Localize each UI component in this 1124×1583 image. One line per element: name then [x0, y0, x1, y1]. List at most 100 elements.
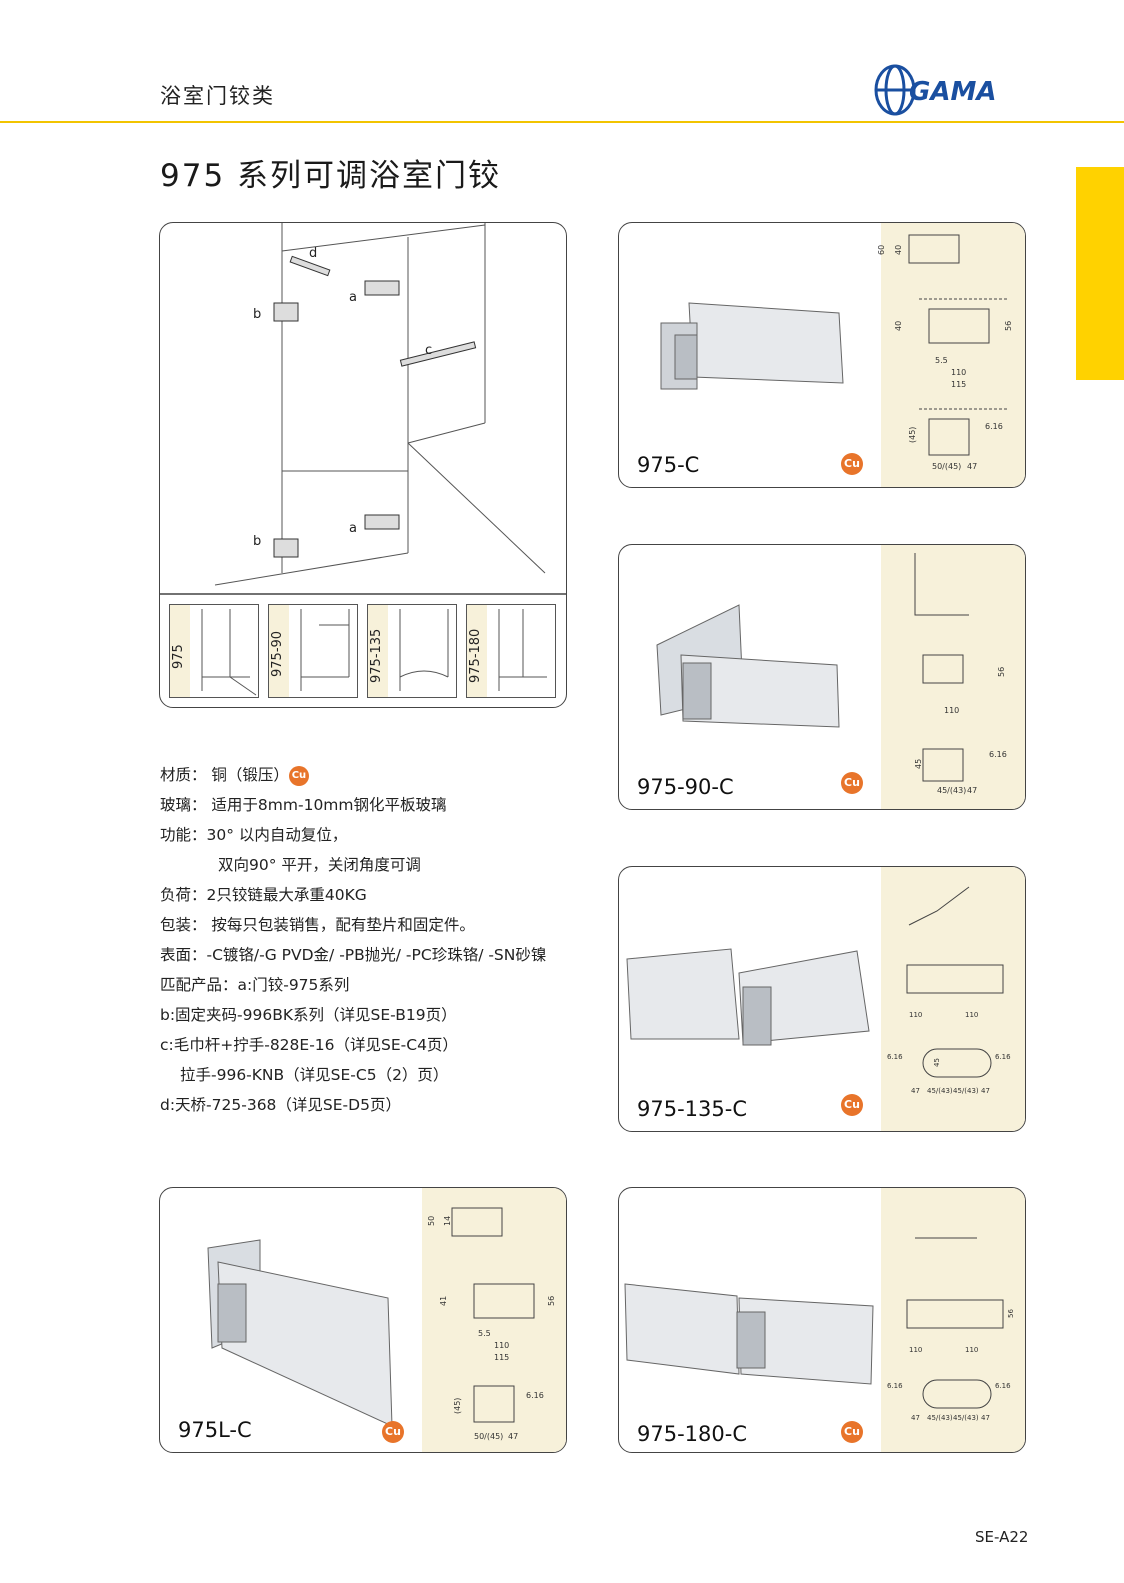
- dim-label: 110: [965, 1011, 978, 1019]
- spec-row: d:天桥-725-368（详见SE-D5页）: [160, 1096, 401, 1114]
- dim-label: 45/(43): [953, 1414, 979, 1422]
- product-panel-975l-c: 50 14 41 56 5.5 110 115 (45) 6.16 50/(45…: [159, 1187, 567, 1453]
- spec-row: 功能：30° 以内自动复位，: [160, 826, 348, 844]
- brand-wordmark: GAMA: [909, 77, 996, 107]
- product-code: 975-180-C: [637, 1422, 747, 1446]
- spec-row: b:固定夹码-996BK系列（详见SE-B19页）: [160, 1006, 457, 1024]
- dim-label: 6.16: [985, 422, 1003, 431]
- spec-row: 拉手-996-KNB（详见SE-C5（2）页）: [180, 1066, 449, 1084]
- thumbnail-975-135: 975-135: [367, 604, 457, 698]
- spec-row: 双向90° 平开，关闭角度可调: [218, 856, 421, 874]
- product-code: 975-90-C: [637, 775, 734, 799]
- copper-badge-icon: Cu: [841, 1094, 863, 1116]
- dim-label: 47: [911, 1087, 920, 1095]
- dim-label: 6.16: [995, 1382, 1011, 1390]
- dim-label: 45/(43): [927, 1087, 953, 1095]
- scene-label-a: a: [349, 521, 357, 536]
- thumbnail-975-180: 975-180: [466, 604, 556, 698]
- dim-label: 110: [965, 1346, 978, 1354]
- scene-label-a: a: [349, 290, 357, 305]
- dim-label: 110: [951, 368, 966, 377]
- dim-label: 56: [547, 1296, 556, 1306]
- spec-row: 负荷：2只铰链最大承重40KG: [160, 886, 367, 904]
- copper-badge-icon: Cu: [841, 1421, 863, 1443]
- dim-label: (45): [453, 1398, 462, 1414]
- dim-label: 40: [894, 321, 903, 331]
- dim-label: 50/(45): [932, 462, 961, 471]
- spec-row: c:毛巾杆+拧手-828E-16（详见SE-C4页）: [160, 1036, 458, 1054]
- dim-label: 6.16: [526, 1391, 544, 1400]
- product-code: 975-C: [637, 453, 700, 477]
- spec-list: 材质： 铜（锻压）Cu 玻璃： 适用于8mm-10mm钢化平板玻璃 功能：30°…: [160, 760, 546, 1120]
- tech-drawing-area: [881, 223, 1025, 487]
- dim-label: 45/(43): [937, 786, 966, 795]
- dim-label: 40: [894, 245, 903, 255]
- hinge-image: 50 14 41 56 5.5 110 115 (45) 6.16 50/(45…: [207, 1207, 556, 1441]
- dim-label: 6.16: [887, 1382, 903, 1390]
- dim-label: 6.16: [989, 750, 1007, 759]
- thumbnail-975-90: 975-90: [268, 604, 358, 698]
- dim-label: 56: [997, 667, 1006, 677]
- scene-label-b: b: [253, 307, 261, 322]
- dim-label: 60: [877, 245, 886, 255]
- tech-drawing-area: [881, 867, 1025, 1131]
- hinge-image: 56 110 110 6.16 6.16 47 45/(43) 45/(43) …: [624, 1237, 1015, 1422]
- product-panel-975-135-c: 110 110 6.16 45 6.16 47 45/(43) 45/(43) …: [618, 866, 1026, 1132]
- dim-label: 45/(43): [953, 1087, 979, 1095]
- tech-drawing-area: [422, 1188, 566, 1452]
- dim-label: 47: [967, 462, 977, 471]
- dim-label: 56: [1007, 1309, 1015, 1318]
- copper-badge-icon: Cu: [841, 453, 863, 475]
- dim-label: 14: [443, 1216, 452, 1226]
- spec-row: 玻璃： 适用于8mm-10mm钢化平板玻璃: [160, 796, 447, 814]
- tech-drawing-area: [881, 545, 1025, 809]
- dim-label: 50: [427, 1216, 436, 1226]
- dim-label: 47: [967, 786, 977, 795]
- dim-label: (45): [908, 427, 917, 443]
- hinge-image: 60 40 40 56 5.5 110 115 (45) 6.16 50/(45…: [660, 234, 1013, 471]
- hinge-image: 110 110 6.16 45 6.16 47 45/(43) 45/(43) …: [626, 886, 1011, 1095]
- product-code: 975L-C: [178, 1418, 252, 1442]
- copper-badge-icon: Cu: [841, 772, 863, 794]
- dim-label: 110: [909, 1346, 922, 1354]
- copper-badge-icon: Cu: [382, 1421, 404, 1443]
- product-panel-975-c: 60 40 40 56 5.5 110 115 (45) 6.16 50/(45…: [618, 222, 1026, 488]
- dim-label: 56: [1004, 321, 1013, 331]
- spec-material: 材质： 铜（锻压）Cu: [160, 760, 546, 790]
- globe-icon: [874, 64, 916, 116]
- page-title: 975 系列可调浴室门铰: [160, 158, 502, 194]
- shower-diagram: d a b c b a: [160, 223, 566, 595]
- dim-label: 6.16: [887, 1053, 903, 1061]
- dim-label: 45: [933, 1058, 941, 1067]
- dim-label: 115: [494, 1353, 509, 1362]
- scene-label-c: c: [425, 343, 432, 358]
- dim-label: 45: [914, 759, 923, 769]
- scene-label-d: d: [309, 246, 317, 261]
- spec-row: 表面：-C镀铬/-G PVD金/ -PB抛光/ -PC珍珠铬/ -SN砂镍: [160, 946, 547, 964]
- header-rule: [0, 121, 1124, 123]
- dim-label: 47: [981, 1087, 990, 1095]
- dim-label: 47: [911, 1414, 920, 1422]
- dim-label: 115: [951, 380, 966, 389]
- dim-label: 41: [439, 1296, 448, 1306]
- dim-label: 6.16: [995, 1053, 1011, 1061]
- spec-row: 匹配产品：a:门铰-975系列: [160, 976, 350, 994]
- dim-label: 110: [909, 1011, 922, 1019]
- product-code: 975-135-C: [637, 1097, 747, 1121]
- product-panel-975-90-c: 56 110 45 6.16 45/(43) 47 975-90-C Cu: [618, 544, 1026, 810]
- dim-label: 45/(43): [927, 1414, 953, 1422]
- hinge-image: 56 110 45 6.16 45/(43) 47: [656, 553, 1007, 795]
- thumbnail-975: 975: [169, 604, 259, 698]
- dim-label: 5.5: [935, 356, 948, 365]
- section-title: 浴室门铰类: [160, 84, 275, 108]
- page-number: SE-A22: [975, 1528, 1029, 1546]
- dim-label: 5.5: [478, 1329, 491, 1338]
- dim-label: 110: [944, 706, 959, 715]
- spec-row: 包装： 按每只包装销售，配有垫片和固定件。: [160, 916, 475, 934]
- dim-label: 47: [508, 1432, 518, 1441]
- scene-label-b: b: [253, 534, 261, 549]
- copper-badge-icon: Cu: [288, 765, 309, 786]
- chapter-tab: [1076, 167, 1124, 380]
- product-panel-975-180-c: 56 110 110 6.16 6.16 47 45/(43) 45/(43) …: [618, 1187, 1026, 1453]
- dim-label: 50/(45): [474, 1432, 503, 1441]
